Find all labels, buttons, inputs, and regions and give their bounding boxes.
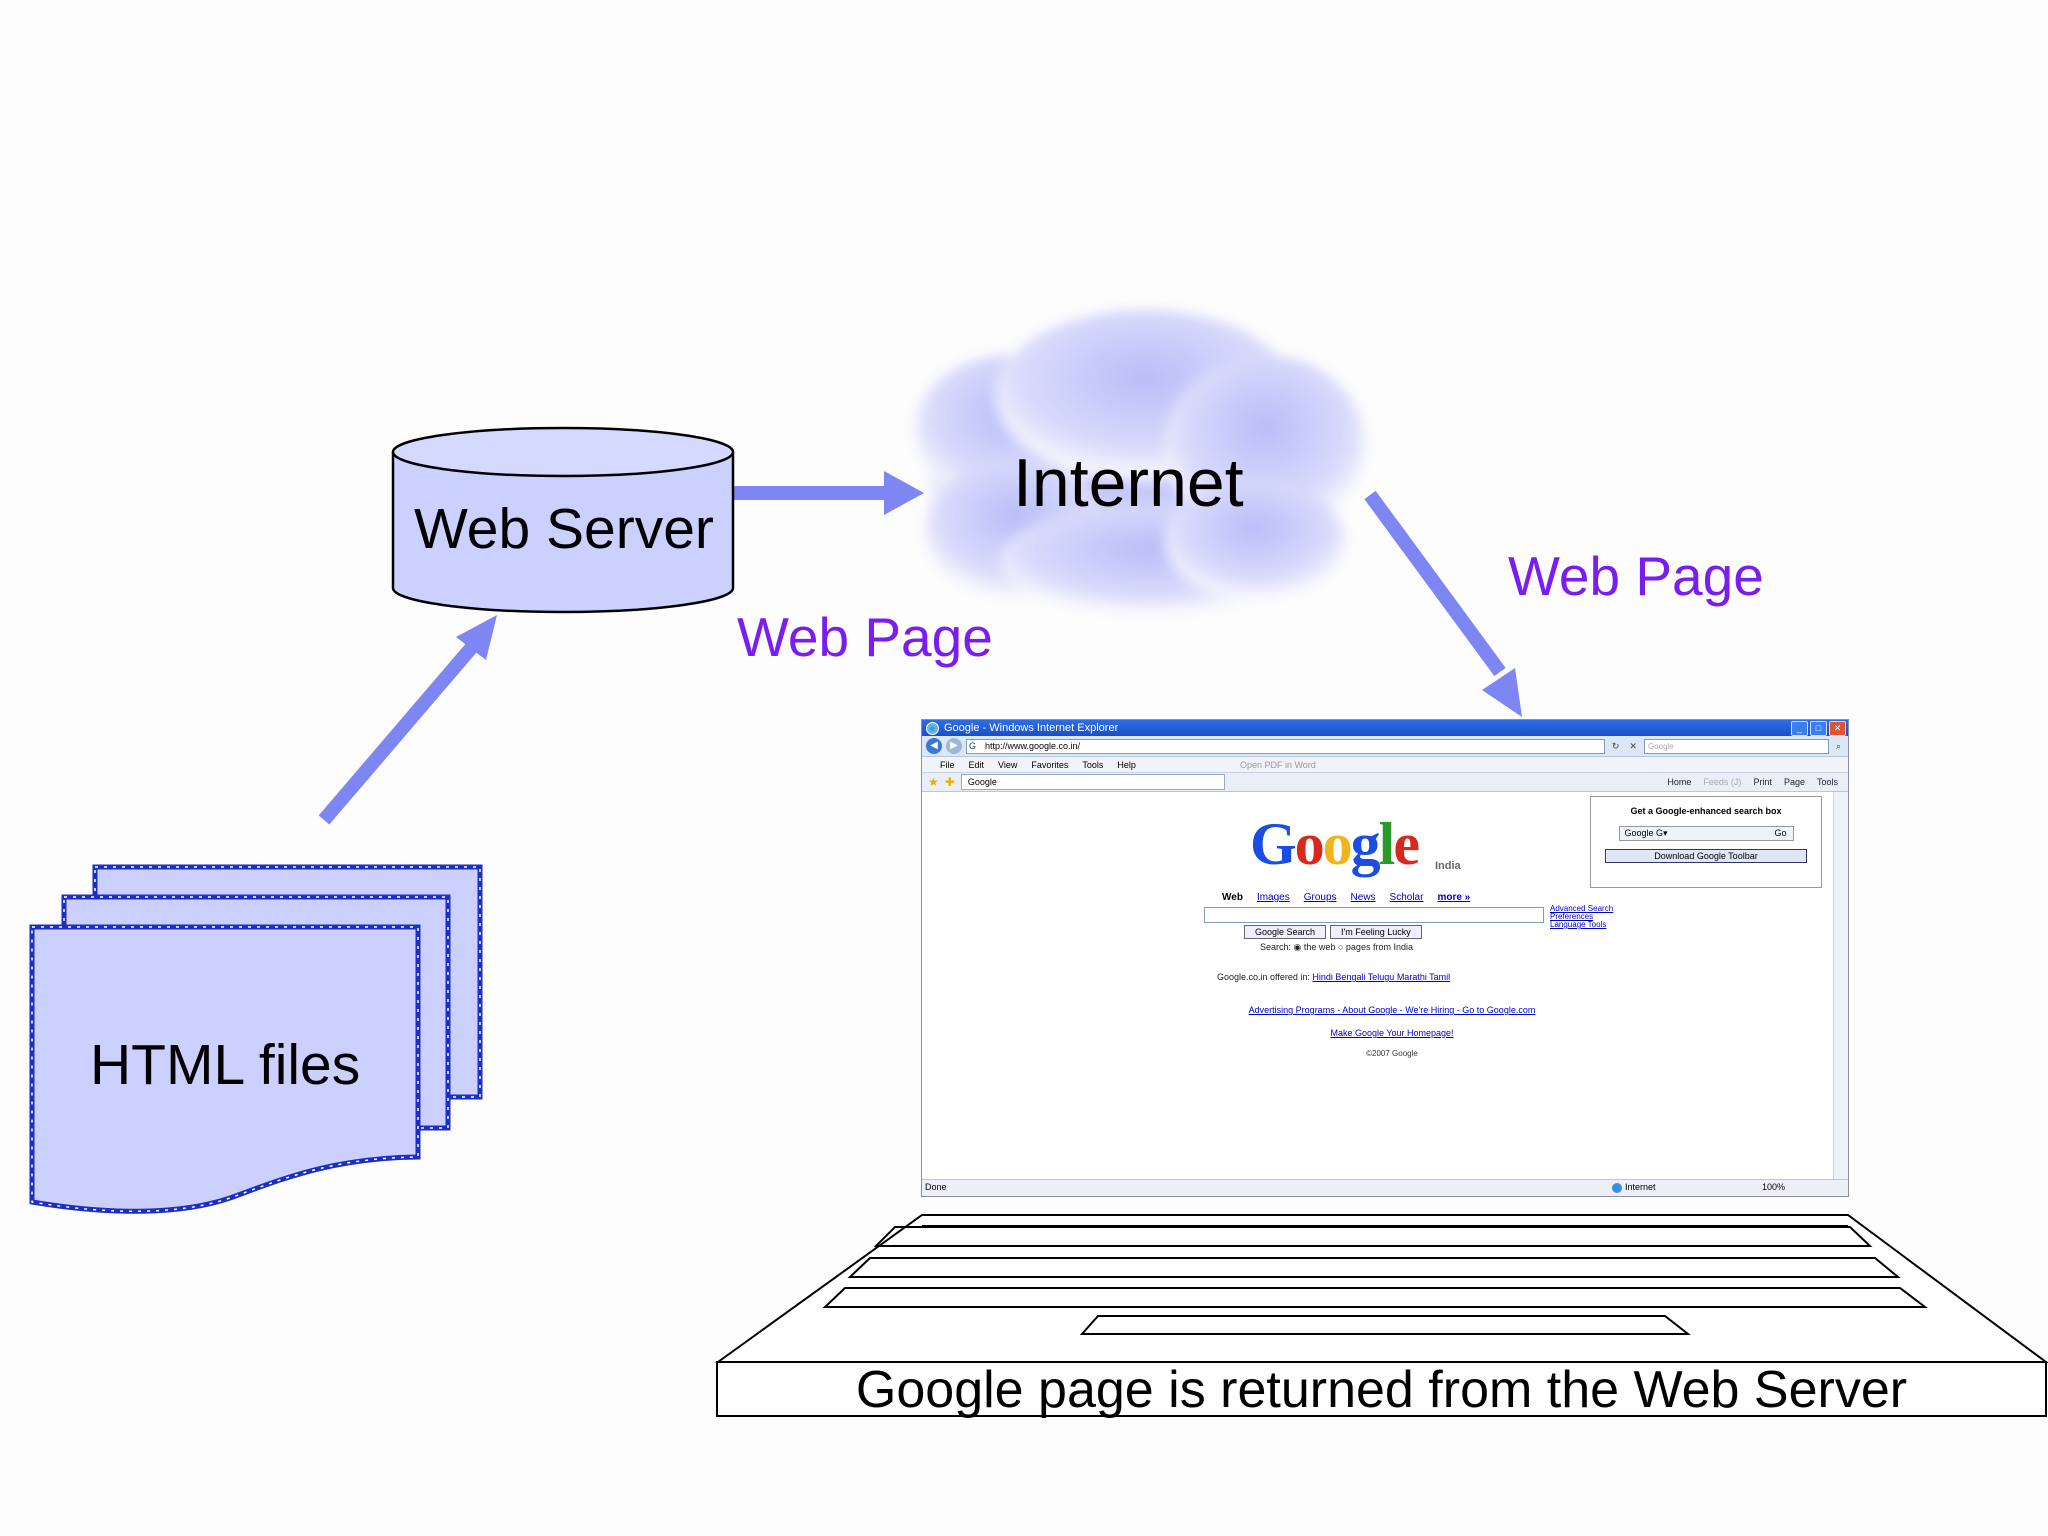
close-button[interactable]: ✕ [1829,721,1846,736]
advanced-links: Advanced Search Preferences Language Too… [1550,905,1613,929]
scrollbar[interactable] [1833,792,1848,1180]
address-bar[interactable]: G http://www.google.co.in/ [966,738,1605,754]
refresh-icon[interactable]: ↻ [1611,740,1620,751]
radio-india-label: pages from India [1345,942,1413,952]
menu-view[interactable]: View [998,759,1018,770]
feeds-button[interactable]: Feeds (J) [1703,777,1742,787]
radio-web[interactable]: ◉ [1293,942,1302,952]
search-icon[interactable]: ⌕ [1835,740,1841,751]
ie-icon: e [926,721,939,735]
nav-more[interactable]: more » [1437,892,1471,903]
arrow-server-to-internet [733,471,924,515]
html-files-stack [29,864,483,1214]
back-icon[interactable]: ◀ [926,738,942,754]
offered-prefix: Google.co.in offered in: [1217,972,1310,982]
status-bar: Done Internet 100% [922,1179,1848,1196]
web-server-cylinder [391,426,735,614]
language-links[interactable]: Hindi Bengali Telugu Marathi Tamil [1312,972,1451,982]
download-toolbar-button[interactable]: Download Google Toolbar [1605,849,1807,863]
promo-bar-label: Google G▾ [1624,828,1668,838]
google-search-input[interactable] [1204,907,1544,923]
home-button[interactable]: Home [1667,777,1692,787]
arrow-files-to-server [318,615,497,825]
menu-help[interactable]: Help [1117,759,1136,770]
menu-file[interactable]: File [940,759,955,770]
browser-window: e Google - Windows Internet Explorer _ □… [921,719,1849,1197]
search-scope: Search: ◉ the web ○ pages from India [1260,942,1413,953]
internet-cloud [915,310,1365,615]
offered-in: Google.co.in offered in: Hindi Bengali T… [1217,972,1450,982]
radio-web-label: the web [1303,942,1336,952]
zoom-level[interactable]: 100% [1762,1182,1786,1192]
command-bar: Home Feeds (J) Print Page Tools [1667,777,1848,787]
address-row: ◀ ▶ G http://www.google.co.in/ ↻ ✕ Googl… [922,736,1848,757]
favorites-star-icon[interactable]: ★ [928,775,939,789]
copyright: ©2007 Google [1366,1049,1418,1058]
status-zone: Internet [1612,1182,1656,1193]
menu-edit[interactable]: Edit [968,759,985,770]
google-logo: Google India [1250,811,1461,877]
web-server-label: Web Server [414,497,714,561]
tools-button[interactable]: Tools [1816,777,1838,787]
print-button[interactable]: Print [1753,777,1772,787]
nav-groups[interactable]: Groups [1303,892,1337,903]
window-controls: _ □ ✕ [1791,721,1846,736]
google-nav: Web Images Groups News Scholar more » [1222,892,1470,903]
search-buttons: Google Search I'm Feeling Lucky [1244,925,1422,939]
caption: Google page is returned from the Web Ser… [855,1361,1908,1419]
nav-scholar[interactable]: Scholar [1389,892,1424,903]
radio-india[interactable]: ○ [1337,942,1344,952]
menu-favorites[interactable]: Favorites [1031,759,1069,770]
minimize-button[interactable]: _ [1791,721,1808,736]
promo-search-bar: Google G▾ Go [1618,826,1794,841]
feeling-lucky-button[interactable]: I'm Feeling Lucky [1330,925,1422,939]
preferences-link[interactable]: Preferences [1550,912,1594,921]
web-page-label-left: Web Page [737,606,993,668]
status-zone-label: Internet [1625,1182,1656,1192]
window-title: Google - Windows Internet Explorer [944,722,1119,734]
title-bar: e Google - Windows Internet Explorer _ □… [922,720,1848,736]
page-content: Google India Web Images Groups News Scho… [922,792,1848,1180]
status-done: Done [925,1182,947,1192]
internet-label: Internet [1013,445,1244,521]
google-search-button[interactable]: Google Search [1244,925,1327,939]
html-files-label: HTML files [90,1033,361,1097]
forward-icon[interactable]: ▶ [946,738,962,754]
footer-links[interactable]: Advertising Programs - About Google - We… [1248,1005,1536,1015]
nav-web[interactable]: Web [1222,892,1243,903]
logo-region: India [1435,860,1461,872]
make-homepage-link[interactable]: Make Google Your Homepage! [1330,1028,1454,1038]
site-favicon: G [969,740,977,751]
globe-icon [1612,1182,1622,1193]
tab-row: ★ ✚ Google Home Feeds (J) Print Page Too… [922,773,1848,792]
toolbar-promo: Get a Google-enhanced search box Google … [1590,796,1822,888]
page-button[interactable]: Page [1783,777,1805,787]
advanced-search-link[interactable]: Advanced Search [1550,904,1614,913]
tab-google[interactable]: Google [960,774,1225,790]
address-text: http://www.google.co.in/ [985,740,1081,751]
nav-news[interactable]: News [1350,892,1376,903]
promo-go[interactable]: Go [1774,828,1787,838]
stop-icon[interactable]: ✕ [1629,740,1637,751]
menu-tools[interactable]: Tools [1082,759,1104,770]
maximize-button[interactable]: □ [1810,721,1827,736]
add-favorite-icon[interactable]: ✚ [944,775,955,789]
open-pdf-button[interactable]: Open PDF in Word [1239,759,1316,770]
search-scope-prefix: Search: [1260,942,1292,952]
browser-search-input[interactable]: Google [1643,738,1829,754]
arrow-internet-to-laptop [1364,490,1522,717]
language-tools-link[interactable]: Language Tools [1550,920,1607,929]
menu-bar: File Edit View Favorites Tools Help Open… [922,757,1848,773]
nav-images[interactable]: Images [1256,892,1290,903]
web-page-label-right: Web Page [1508,545,1764,607]
promo-title: Get a Google-enhanced search box [1630,806,1782,816]
laptop-base [714,1214,2048,1417]
